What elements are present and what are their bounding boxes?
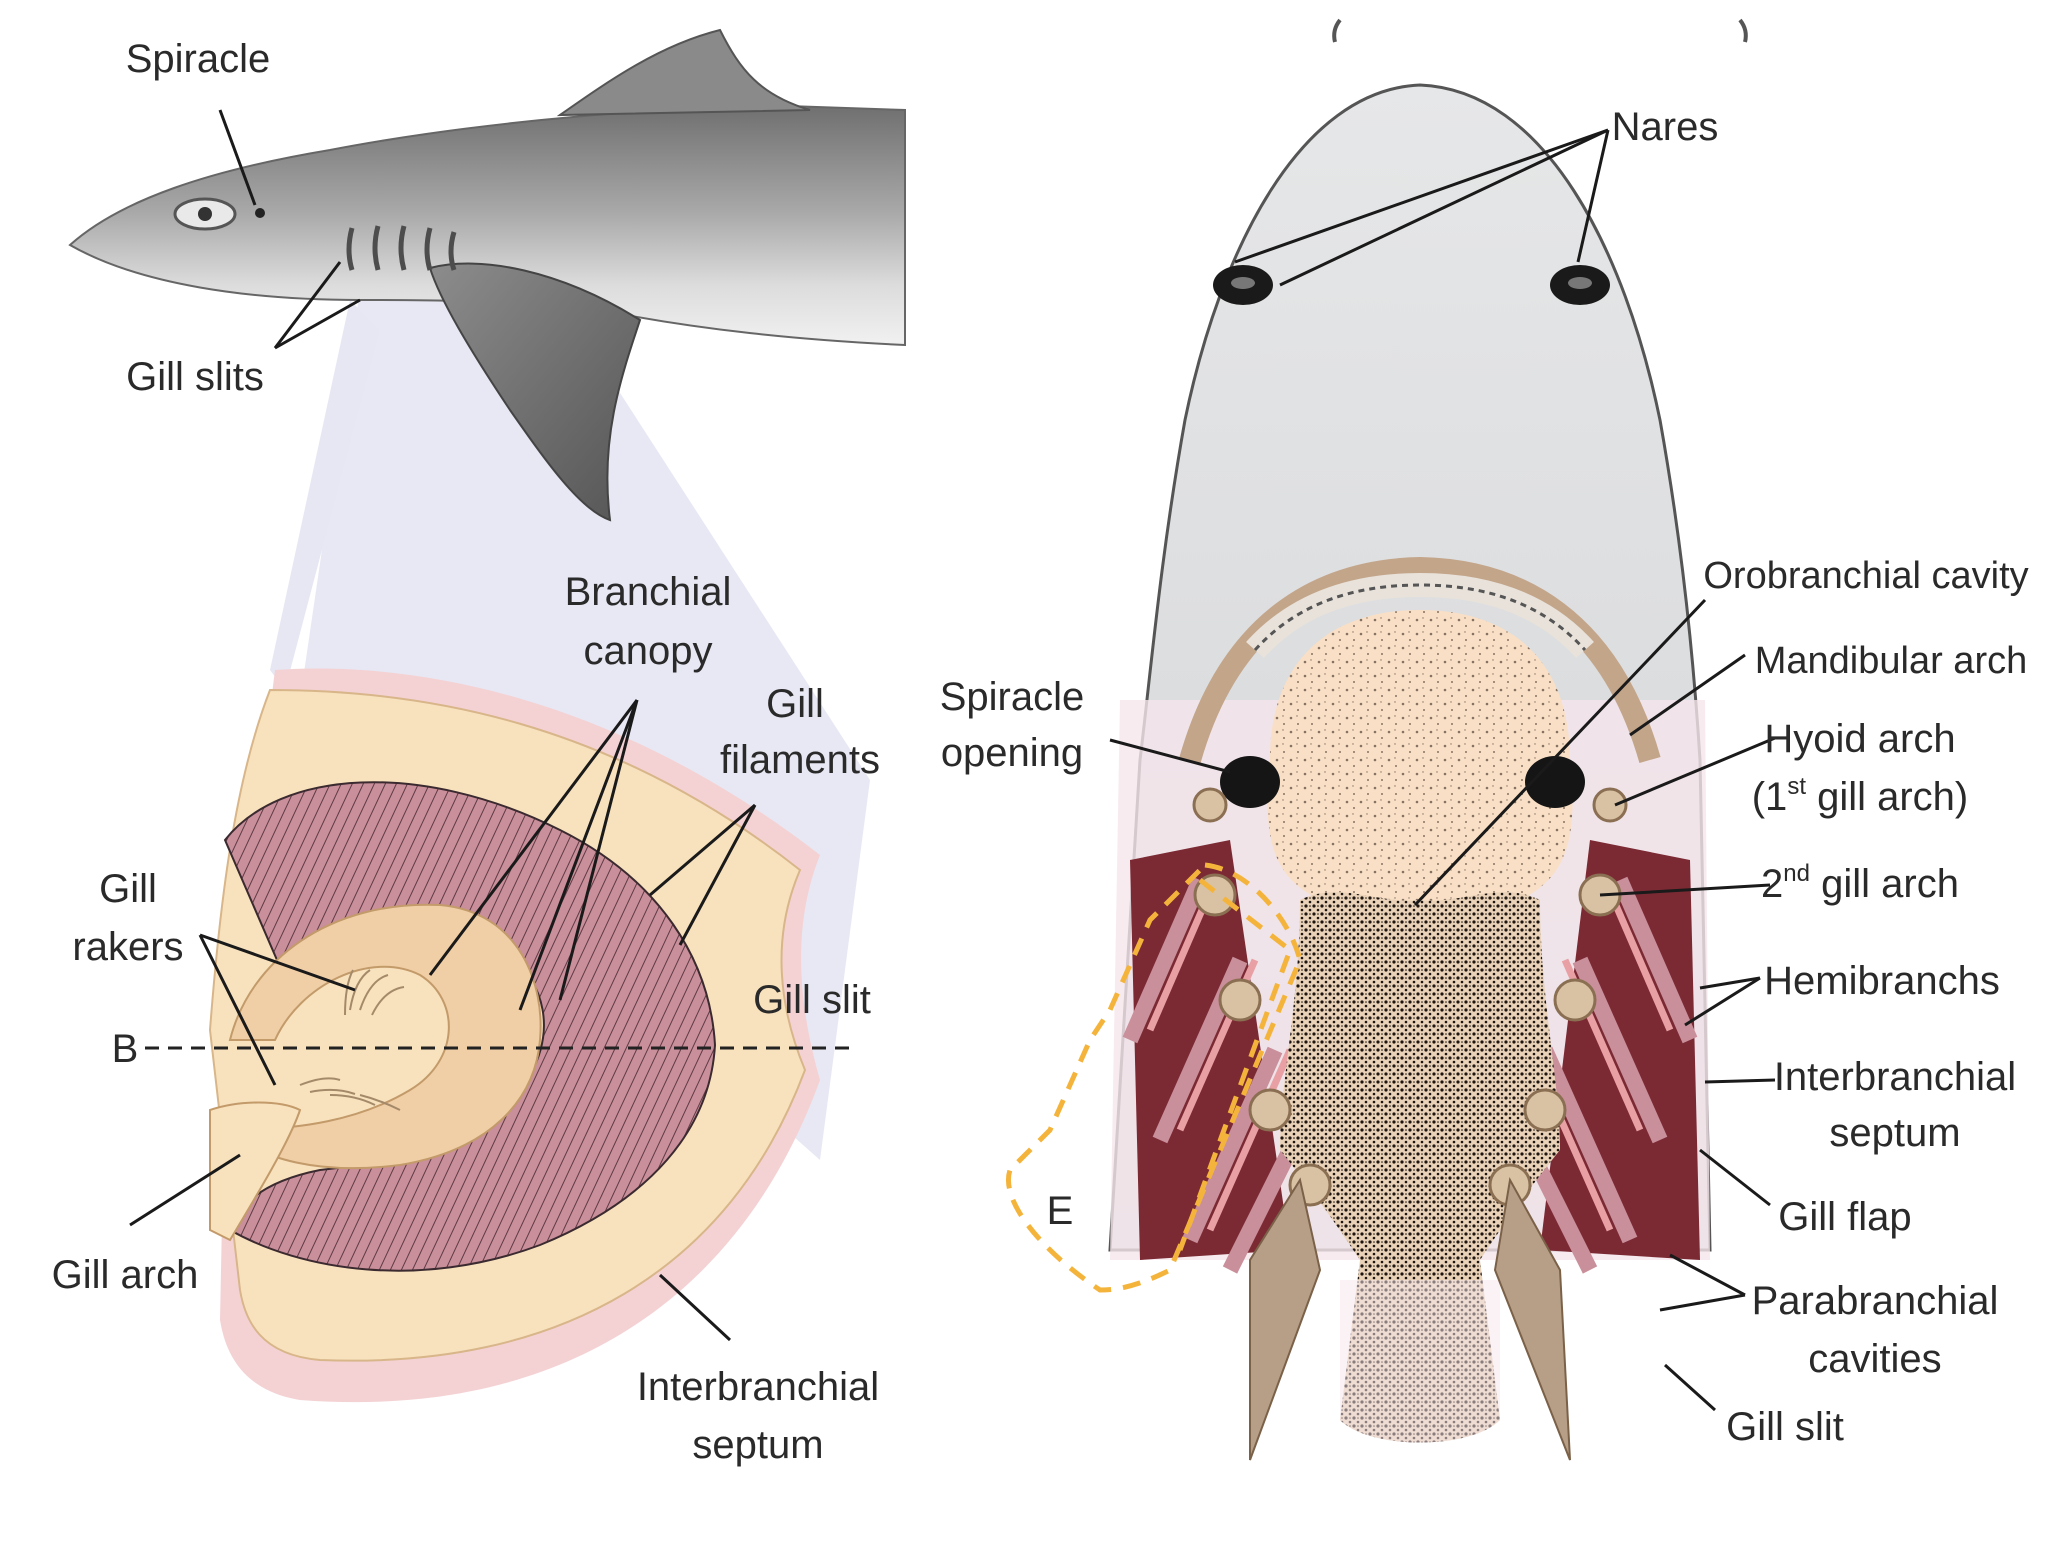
second-arch-pre: 2 [1761,862,1783,906]
label-branchial-canopy-line1: Branchial [565,570,732,614]
projection-cone-left [270,300,380,690]
pectoral-fin [428,262,642,522]
label-gill-arch: Gill arch [52,1253,199,1297]
label-interbranchial-septum-right-line2: septum [1829,1111,1960,1155]
left-panel: Spiracle Gill slits Branchial canopy Gil… [52,28,906,1467]
label-parabranchial-cavities-line1: Parabranchial [1752,1279,1999,1323]
gill-arch-body [209,1101,302,1242]
label-orobranchial-cavity: Orobranchial cavity [1703,555,2028,597]
second-arch-post: gill arch [1810,862,1959,906]
highlight-band [1177,878,1293,1251]
gill-rakers [299,969,405,1111]
label-hemibranchs: Hemibranchs [1764,959,2000,1003]
dorsal-fin [556,28,811,117]
naris-left-highlight [1231,277,1255,289]
left-leader-lines [129,109,757,1342]
spiracle-opening-left [1220,756,1280,808]
label-mandibular-arch: Mandibular arch [1755,640,2027,682]
spiracle-opening-right [1525,756,1585,808]
gill-arch-cartilage [227,903,542,1170]
label-parabranchial-cavities-line2: cavities [1808,1337,1941,1381]
mandibular-arch [1179,556,1661,764]
right-panel: Nares Orobranchial cavity Mandibular arc… [940,18,2029,1461]
teeth-pattern [1253,583,1587,652]
label-hyoid-arch-line2: (1st gill arch) [1752,773,1969,819]
label-section-b: B [112,1027,139,1071]
label-gill-slits: Gill slits [126,355,264,399]
label-gill-slit-right: Gill slit [1726,1405,1844,1449]
label-gill-filaments-line2: filaments [720,738,880,782]
naris-right-highlight [1568,277,1592,289]
label-gill-rakers-line2: rakers [72,925,183,969]
label-gill-filaments-line1: Gill [766,682,824,726]
label-spiracle: Spiracle [126,37,271,81]
gill-flap-right [1493,1177,1571,1461]
label-interbranchial-septum-left-line2: septum [692,1423,823,1467]
highlight-region-e [1006,862,1303,1293]
hyoid-post: gill arch) [1806,775,1968,819]
label-section-e: E [1047,1189,1074,1233]
label-interbranchial-septum-right-line1: Interbranchial [1774,1055,2016,1099]
gill-section [145,668,850,1403]
label-gill-flap: Gill flap [1778,1195,1911,1239]
orobranchial-texture [1267,610,1573,914]
second-arch-sup: nd [1783,860,1810,887]
top-bracket [1332,18,1342,43]
gill-slit-marks [346,225,457,271]
label-second-gill-arch: 2nd gill arch [1761,860,1959,906]
label-interbranchial-septum-left-line1: Interbranchial [637,1365,879,1409]
pharynx-floor [1280,892,1560,1443]
right-leader-lines [1109,128,1776,1412]
label-gill-rakers-line1: Gill [99,867,157,911]
gill-flap-left [1249,1177,1322,1461]
label-spiracle-opening-line2: opening [941,731,1083,775]
esophagus [1340,1280,1500,1443]
label-nares: Nares [1612,105,1719,149]
right-labels: Nares Orobranchial cavity Mandibular arc… [940,105,2029,1449]
hyoid-sup: st [1787,773,1806,800]
label-branchial-canopy-line2: canopy [584,629,713,673]
shark-lateral-view [68,28,906,522]
label-spiracle-opening-line1: Spiracle [940,675,1085,719]
shark-body [68,103,906,347]
hyoid-pre: (1 [1752,775,1788,819]
label-hyoid-arch-line1: Hyoid arch [1764,717,1955,761]
spiracle-hole [255,208,265,218]
left-labels: Spiracle Gill slits Branchial canopy Gil… [52,37,880,1467]
top-bracket-right [1738,18,1748,43]
shark-pupil [198,207,212,221]
label-gill-slit-left: Gill slit [753,978,871,1022]
